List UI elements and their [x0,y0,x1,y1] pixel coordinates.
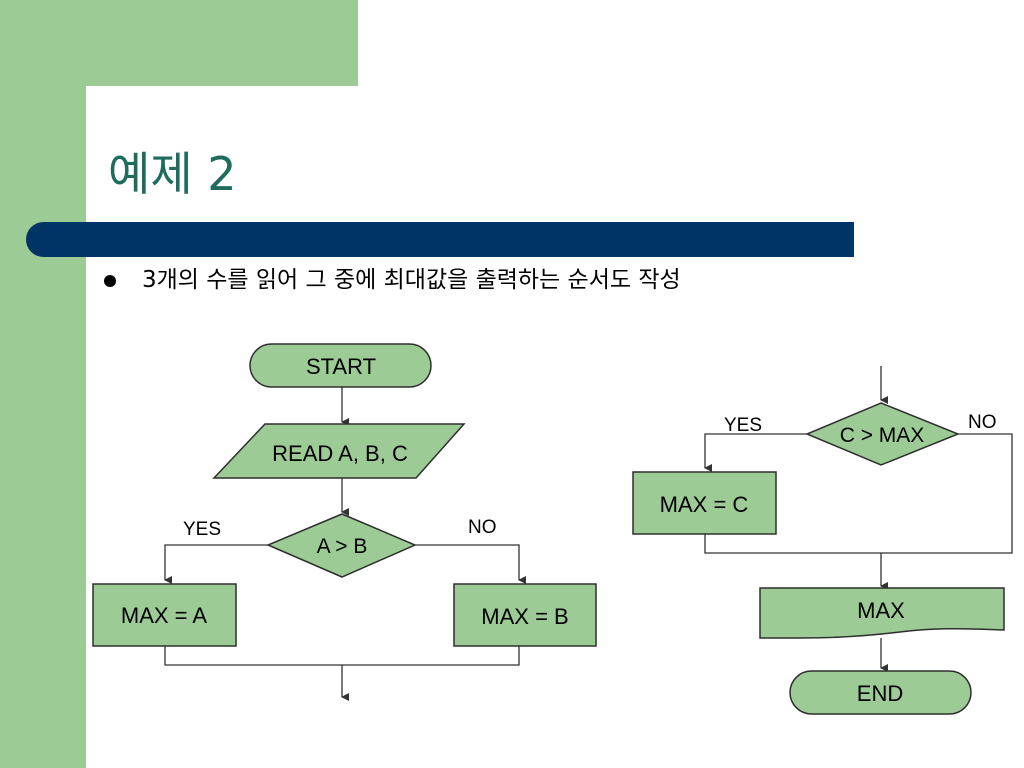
process-max-c-label: MAX = C [660,492,749,517]
connector-yes-2 [704,433,807,472]
decision-a-gt-b-label: A > B [317,535,368,558]
decision-c-gt-max [805,402,961,466]
slide-title: 예제 2 [108,147,237,201]
start-label: START [306,354,376,379]
bullet-dot [104,275,116,287]
no-label-1: NO [468,517,497,538]
output-max-label: MAX [857,598,905,623]
yes-label-2: YES [724,415,762,436]
process-max-b-label: MAX = B [481,604,568,629]
bullet-text: 3개의 수를 읽어 그 중에 최대값을 출력하는 순서도 작성 [142,267,681,293]
decision-c-gt-max-label: C > MAX [840,424,925,447]
decision-a-gt-b [266,513,417,578]
merge-connector-1 [164,646,520,666]
process-max-c [632,471,777,535]
connector-no-1 [415,544,526,584]
connector-no-2 [704,433,1013,554]
read-input-shape [212,423,466,479]
end-label: END [857,681,903,706]
process-max-b [453,583,597,647]
output-max-shape [759,587,1005,639]
title-divider-bar [26,222,854,257]
decorative-green-side [0,0,86,768]
yes-label-1: YES [183,519,221,540]
connector-yes-1 [164,544,268,584]
no-label-2: NO [968,412,997,433]
start-terminator [249,343,432,388]
read-input-label: READ A, B, C [272,441,408,466]
process-max-a-label: MAX = A [121,603,208,628]
end-terminator [789,670,972,715]
